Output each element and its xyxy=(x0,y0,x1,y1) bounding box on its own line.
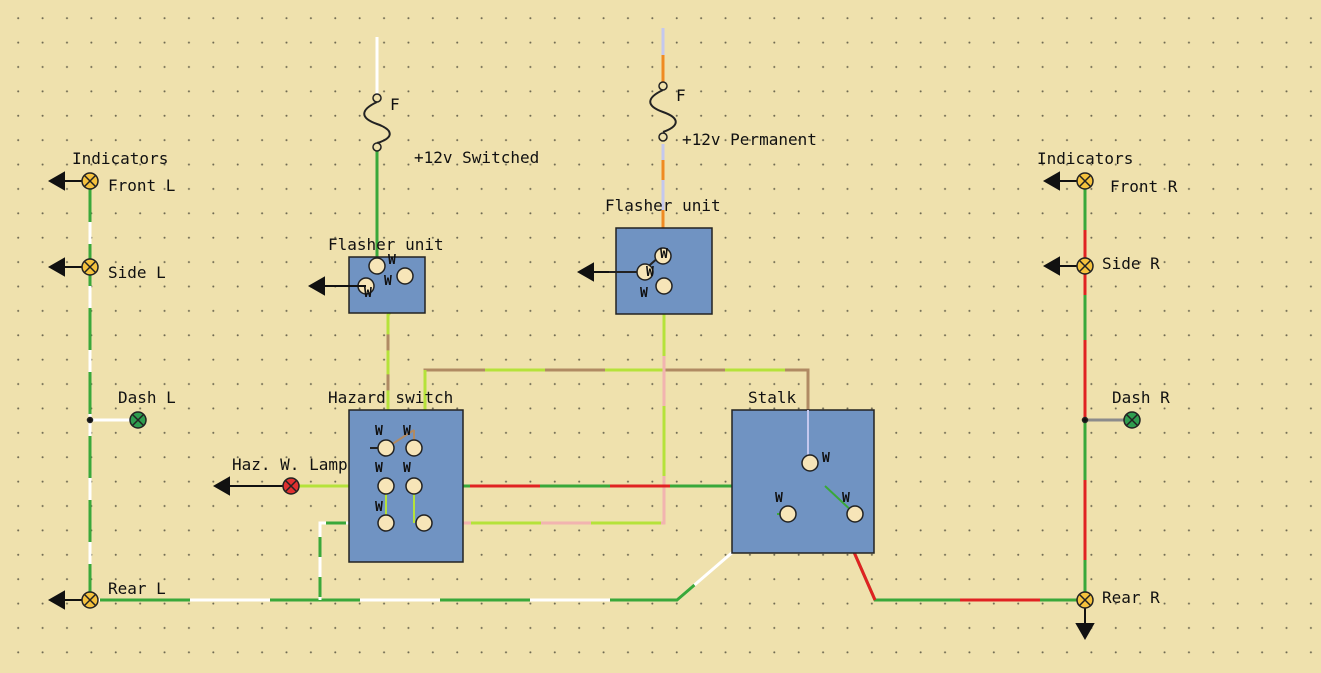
label-dash-l: Dash L xyxy=(118,388,176,407)
pin-terminal-icon xyxy=(377,477,395,495)
pin-marker: W xyxy=(364,286,372,301)
label-hazard-switch: Hazard switch xyxy=(328,388,453,407)
pin-marker: W xyxy=(646,265,654,280)
pin-terminal-icon xyxy=(405,477,423,495)
lamp-icon xyxy=(81,258,99,276)
lamp-icon xyxy=(1076,591,1094,609)
pin-terminal-icon xyxy=(368,257,386,275)
pin-terminal-icon xyxy=(377,439,395,457)
pin-marker: W xyxy=(375,500,383,515)
label-side-l: Side L xyxy=(108,263,166,282)
pin-terminal-icon xyxy=(779,505,797,523)
pin-marker: W xyxy=(660,247,668,262)
lamp-icon xyxy=(81,591,99,609)
earth-arrows xyxy=(47,171,1095,641)
pin-terminal-icon xyxy=(655,277,673,295)
pin-markers: W W W W W W W W W W W W W W xyxy=(364,247,850,515)
wire-flasher2-hazard-trace xyxy=(424,286,666,525)
pin-terminal-icon xyxy=(801,454,819,472)
pin-terminal-icon xyxy=(396,267,414,285)
pins xyxy=(357,247,864,532)
stalk-box xyxy=(731,409,875,554)
lamp-icon xyxy=(129,411,147,429)
label-dash-r: Dash R xyxy=(1112,388,1170,407)
fuse-icon xyxy=(649,81,677,142)
pin-terminal-icon xyxy=(654,247,672,265)
pin-marker: W xyxy=(822,451,830,466)
pin-marker: W xyxy=(375,461,383,476)
label-stalk: Stalk xyxy=(748,388,797,407)
earth-arrow-icon xyxy=(307,276,366,296)
label-front-l: Front L xyxy=(108,176,175,195)
label-rear-r: Rear R xyxy=(1102,588,1160,607)
pin-marker: W xyxy=(403,424,411,439)
pin-terminal-icon xyxy=(377,514,395,532)
pin-terminal-icon xyxy=(405,439,423,457)
earth-arrow-icon xyxy=(576,262,609,282)
pin-marker: W xyxy=(403,461,411,476)
lamp-icon xyxy=(1123,411,1141,429)
lamp-icon xyxy=(1076,172,1094,190)
earth-arrow-icon xyxy=(212,476,291,496)
pin-marker: W xyxy=(388,253,396,268)
pin-terminal-icon xyxy=(415,514,433,532)
pin-marker: W xyxy=(375,424,383,439)
label-fuse-2: F xyxy=(676,86,686,105)
label-haz-w-lamp: Haz. W. Lamp xyxy=(232,455,348,474)
pin-terminal-icon xyxy=(636,263,654,281)
label-permanent-12v: +12v Permanent xyxy=(682,130,817,149)
lamps xyxy=(81,172,1141,609)
label-indicators-right: Indicators xyxy=(1037,149,1133,168)
lamp-icon xyxy=(282,477,300,495)
label-front-r: Front R xyxy=(1110,177,1178,196)
label-switched-12v: +12v Switched xyxy=(414,148,539,167)
label-side-r: Side R xyxy=(1102,254,1160,273)
labels: Indicators Front L Side L Dash L Rear L … xyxy=(72,86,1178,607)
pin-marker: W xyxy=(384,274,392,289)
label-indicators-left: Indicators xyxy=(72,149,168,168)
wire-hazard-stalk-mid-trace xyxy=(470,484,1040,602)
pin-terminal-icon xyxy=(846,505,864,523)
label-fuse-1: F xyxy=(390,95,400,114)
pin-marker: W xyxy=(775,491,783,506)
fuse-icon xyxy=(363,93,391,152)
pin-marker: W xyxy=(640,286,648,301)
lamp-icon xyxy=(1076,257,1094,275)
label-rear-l: Rear L xyxy=(108,579,166,598)
wires xyxy=(88,28,1132,602)
label-flasher-unit-2: Flasher unit xyxy=(605,196,721,215)
label-flasher-unit-1: Flasher unit xyxy=(328,235,444,254)
lamp-icon xyxy=(81,172,99,190)
pin-marker: W xyxy=(842,491,850,506)
wire-rear-l-line-trace xyxy=(100,512,778,602)
